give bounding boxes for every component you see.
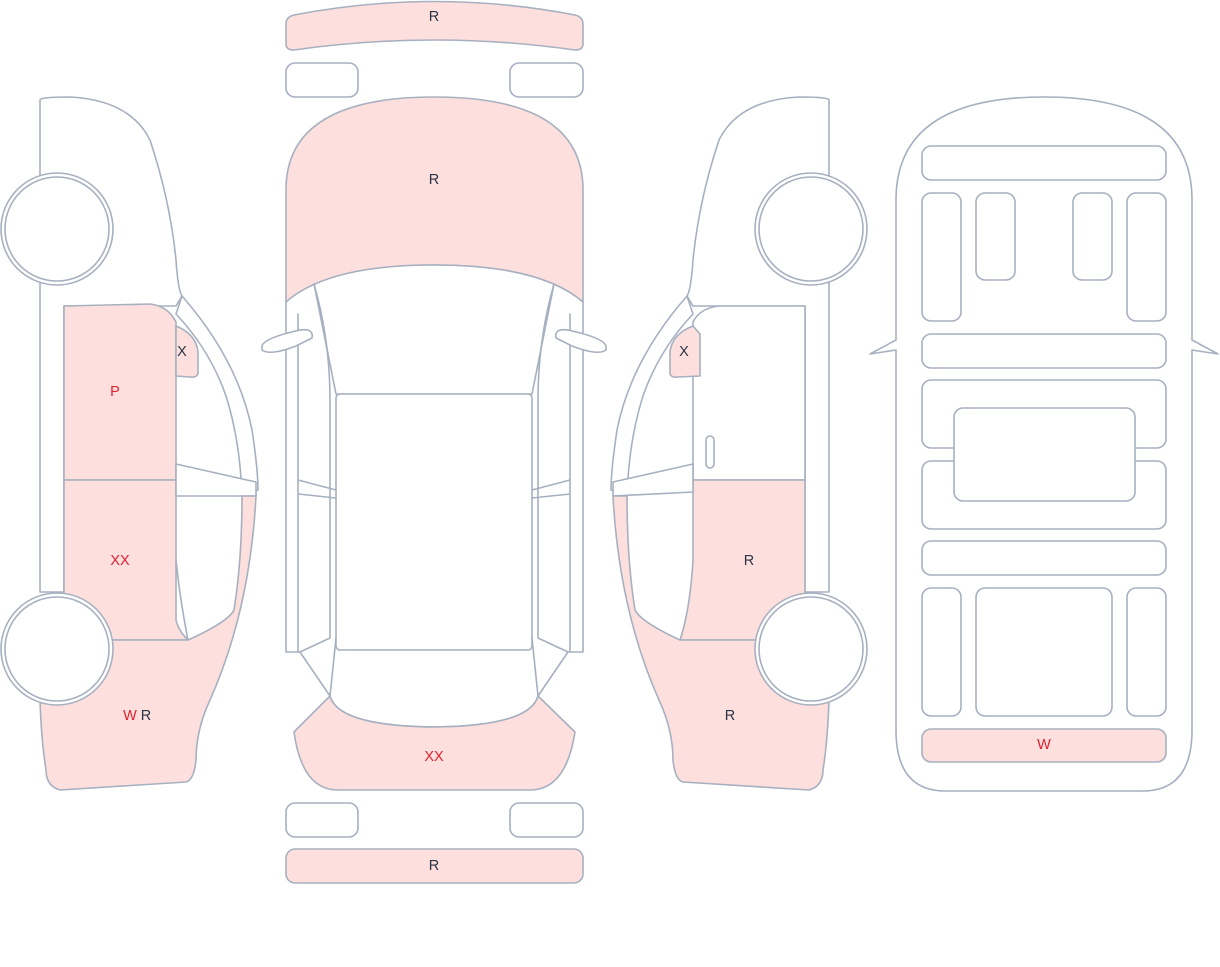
right-mirror-code: X xyxy=(679,344,689,360)
left-mirror[interactable] xyxy=(175,325,199,378)
top-left-mirror[interactable] xyxy=(261,328,314,354)
right-side-view: X R R xyxy=(610,96,868,791)
rear-hatch[interactable] xyxy=(293,695,576,791)
hood-code: R xyxy=(429,172,439,188)
underbody-crossmember-front[interactable] xyxy=(921,333,1167,369)
roof[interactable] xyxy=(335,393,533,651)
right-rear-quarter[interactable] xyxy=(612,495,831,791)
left-side-view: X P XX W R xyxy=(0,96,259,791)
right-rear-quarter-code: R xyxy=(725,708,735,724)
left-rear-quarter[interactable] xyxy=(38,495,257,791)
underbody-crossmember-rear[interactable] xyxy=(921,540,1167,576)
left-pillar-lines xyxy=(297,283,337,653)
underbody-trunk-floor[interactable] xyxy=(975,587,1113,717)
left-front-door[interactable] xyxy=(63,303,177,481)
left-rear-door-code: XX xyxy=(110,553,130,569)
top-right-mirror[interactable] xyxy=(554,328,607,354)
right-door-handle[interactable] xyxy=(705,435,715,469)
underbody-front-right-rail[interactable] xyxy=(1126,192,1167,322)
front-bumper[interactable] xyxy=(285,0,584,51)
underbody-rear-left-rail[interactable] xyxy=(921,587,962,717)
right-front-door[interactable] xyxy=(692,305,806,481)
rear-left-light[interactable] xyxy=(285,802,359,838)
underbody-rear-panel[interactable] xyxy=(921,728,1167,763)
front-left-light[interactable] xyxy=(285,62,359,98)
right-rear-wheel[interactable] xyxy=(754,592,868,706)
rear-bumper[interactable] xyxy=(285,848,584,884)
front-bumper-code: R xyxy=(429,9,439,25)
front-right-light[interactable] xyxy=(509,62,584,98)
underbody-rear-panel-code: W xyxy=(1037,737,1051,753)
left-rear-wheel[interactable] xyxy=(0,592,114,706)
left-front-door-code: P xyxy=(110,384,120,400)
top-view: R R XX R xyxy=(261,0,607,884)
left-front-wheel-inner xyxy=(4,176,110,282)
right-front-wheel[interactable] xyxy=(754,172,868,286)
left-rear-quarter-code-a: W xyxy=(123,708,137,724)
left-mirror-code: X xyxy=(177,344,187,360)
right-rear-wheel-inner xyxy=(758,596,864,702)
underbody-rear-right-rail[interactable] xyxy=(1126,587,1167,717)
underbody-tunnel[interactable] xyxy=(953,407,1136,502)
rear-hatch-code: XX xyxy=(424,749,444,765)
underbody-front-bar[interactable] xyxy=(921,145,1167,181)
right-rear-door-code: R xyxy=(744,553,754,569)
right-front-wheel-inner xyxy=(758,176,864,282)
underbody-front-right-inner[interactable] xyxy=(1072,192,1113,281)
left-rear-quarter-code-b: R xyxy=(141,708,151,724)
right-mirror[interactable] xyxy=(669,325,701,378)
rear-right-light[interactable] xyxy=(509,802,584,838)
underbody-front-left-rail[interactable] xyxy=(921,192,962,322)
underbody-front-left-inner[interactable] xyxy=(975,192,1016,281)
left-rear-wheel-inner xyxy=(4,596,110,702)
left-front-wheel[interactable] xyxy=(0,172,114,286)
right-pillar-lines xyxy=(531,283,571,653)
left-door-seam xyxy=(175,559,189,641)
rear-bumper-code: R xyxy=(429,858,439,874)
underbody-view: W xyxy=(869,96,1219,792)
rear-window-lines xyxy=(329,637,539,697)
